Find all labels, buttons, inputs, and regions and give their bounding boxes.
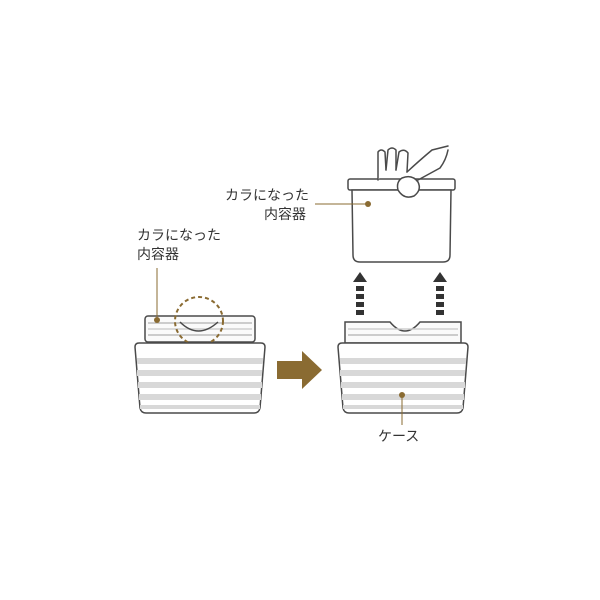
right-case-body (337, 342, 469, 414)
left-inner-container-rim (144, 315, 256, 343)
hand-icon (377, 145, 449, 198)
dashed-up-arrow-icon (353, 272, 447, 315)
left-inner-label-line1: カラになった (137, 228, 221, 244)
right-case-rim (344, 321, 462, 344)
right-assembly (315, 145, 469, 425)
left-leader-line (154, 268, 160, 323)
left-assembly (134, 268, 266, 414)
case-label: ケース (378, 429, 420, 445)
right-inner-label-line1: カラになった (225, 188, 309, 204)
case-leader-line (399, 392, 405, 425)
left-case-body (134, 342, 266, 414)
right-arrow-icon (277, 351, 322, 389)
right-leader-line (315, 201, 371, 207)
left-inner-label-line2: 内容器 (137, 247, 179, 263)
right-inner-label-line2: 内容器 (264, 207, 306, 223)
